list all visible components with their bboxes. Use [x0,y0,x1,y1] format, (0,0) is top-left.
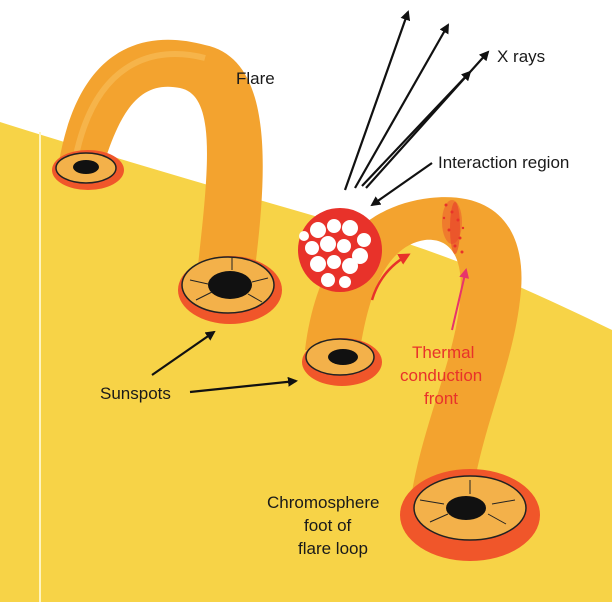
interaction-region-blob [298,208,382,292]
sunspot-chromosphere-foot [400,469,540,561]
sunspot-top-left [52,150,124,190]
sunspot-left-loop-foot [178,256,282,324]
thermal-label-line3: front [424,389,458,408]
thermal-label-line2: conduction [400,366,482,385]
chromosphere-label-line2: foot of [304,516,352,535]
interaction-region-label: Interaction region [438,153,569,172]
sunspots-label: Sunspots [100,384,171,403]
chromosphere-label-line1: Chromosphere [267,493,379,512]
chromosphere-label-line3: flare loop [298,539,368,558]
x-rays-label: X rays [497,47,545,66]
flare-label: Flare [236,69,275,88]
thermal-label-line1: Thermal [412,343,474,362]
sunspot-right-loop-foot [302,338,382,386]
interaction-region-arrow [372,163,432,205]
